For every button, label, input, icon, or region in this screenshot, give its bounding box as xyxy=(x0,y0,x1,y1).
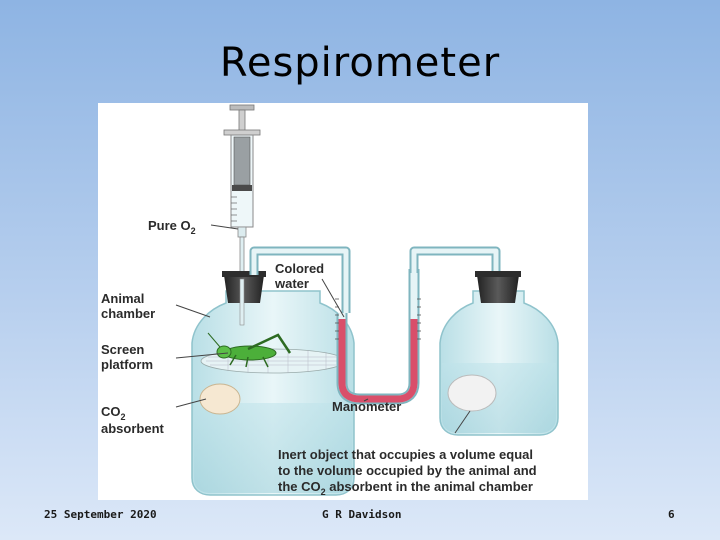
label-co2-absorbent-line2: absorbent xyxy=(101,421,165,436)
label-screen-platform-line1: Screen xyxy=(101,342,144,357)
syringe xyxy=(223,104,261,280)
control-flask xyxy=(439,271,559,436)
label-co2-absorbent-line1: CO2 xyxy=(101,404,126,422)
label-colored-water-line1: Colored xyxy=(275,261,324,276)
label-inert-line3: the CO2 absorbent in the animal chamber xyxy=(278,479,533,497)
respirometer-diagram: Pure O2 Colored water Animal chamber Scr… xyxy=(98,103,588,500)
label-inert-line2: to the volume occupied by the animal and xyxy=(278,463,537,478)
manometer xyxy=(335,269,421,405)
page-number: 6 xyxy=(668,508,675,521)
label-inert-line1: Inert object that occupies a volume equa… xyxy=(278,447,533,462)
label-manometer: Manometer xyxy=(332,399,401,414)
animal-chamber-flask xyxy=(191,271,355,496)
label-pure-o2: Pure O2 xyxy=(148,218,196,236)
label-animal-chamber-line1: Animal xyxy=(101,291,144,306)
footer-date: 25 September 2020 xyxy=(44,508,157,521)
label-colored-water-line2: water xyxy=(274,276,309,291)
footer-author: G R Davidson xyxy=(322,508,402,521)
respirometer-svg: Pure O2 Colored water Animal chamber Scr… xyxy=(101,104,559,497)
label-screen-platform-line2: platform xyxy=(101,357,153,372)
label-animal-chamber-line2: chamber xyxy=(101,306,155,321)
leader-lines xyxy=(175,224,471,434)
slide-title: Respirometer xyxy=(219,40,501,86)
